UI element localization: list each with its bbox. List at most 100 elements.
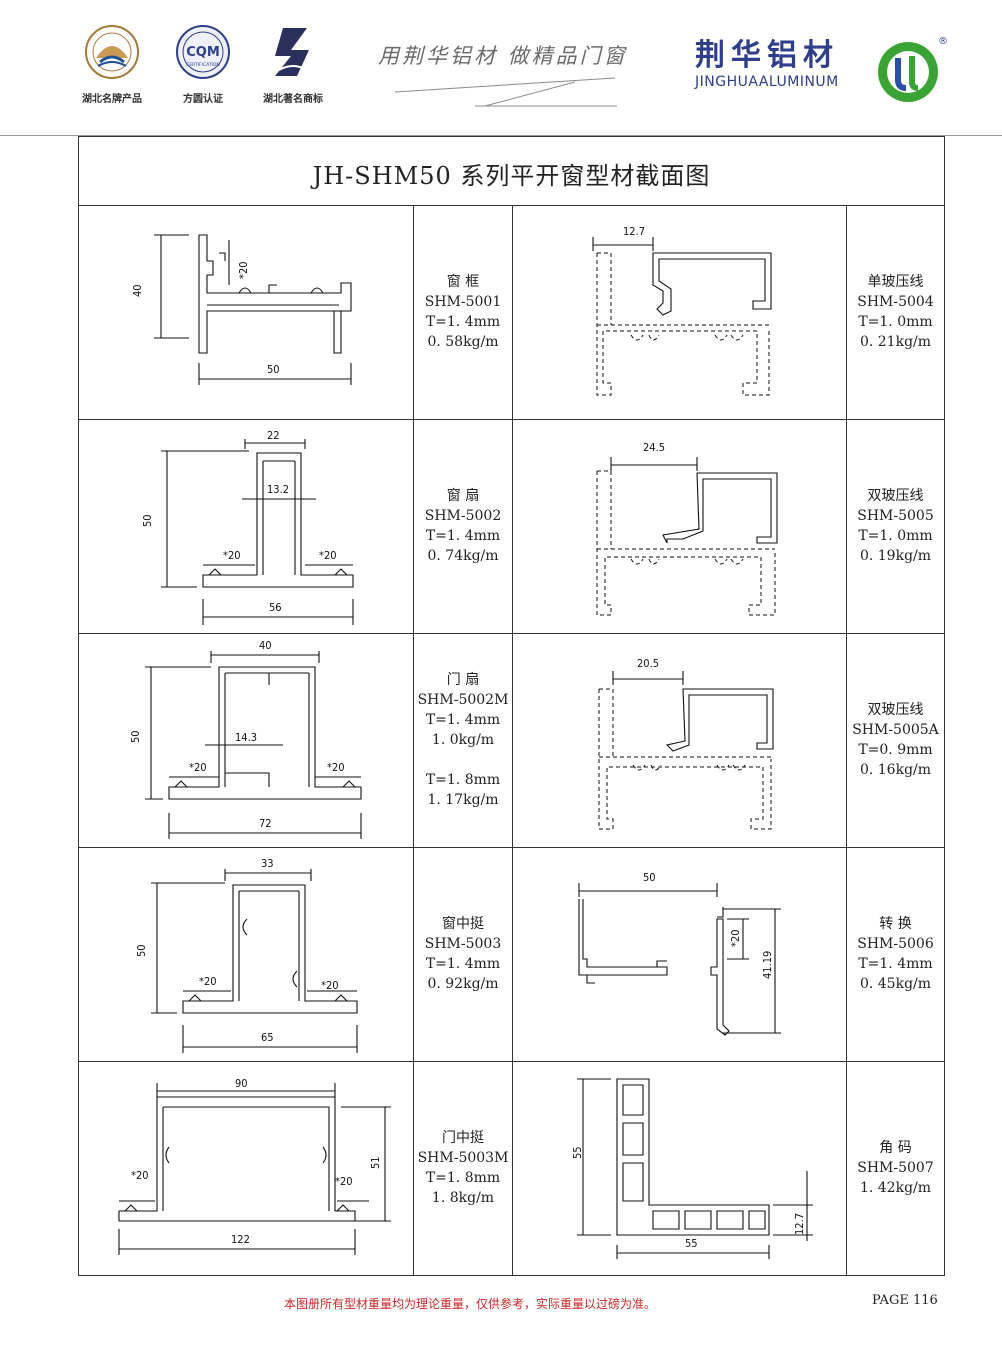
profile-weight: 0. 21kg/m bbox=[859, 334, 932, 350]
profile-name: 转 换 bbox=[879, 916, 912, 932]
dimension-width: 65 bbox=[261, 1031, 274, 1044]
section-drawing-shm5006-icon: 50 41.19 *20 bbox=[578, 871, 781, 1036]
footer-note: 本图册所有型材重量均为理论重量，仅供参考，实际重量以过磅为准。 bbox=[283, 1297, 656, 1311]
hubei-famous-trademark-icon bbox=[275, 28, 309, 76]
profile-weight: 0. 19kg/m bbox=[859, 548, 932, 564]
dimension-width: 50 bbox=[267, 363, 280, 376]
profile-drawing-cell: 12.7 bbox=[513, 205, 847, 419]
profile-name: 门中挺 bbox=[442, 1130, 484, 1146]
profile-thickness-alt: T=1. 8mm bbox=[425, 772, 501, 788]
profile-drawing-cell: 24.5 bbox=[513, 419, 847, 633]
profile-info-cell: 窗中挺 SHM-5003 T=1. 4mm 0. 92kg/m bbox=[414, 847, 513, 1061]
profile-weight: 0. 45kg/m bbox=[859, 976, 932, 992]
brand-name-cn: 荆华铝材 bbox=[695, 38, 839, 73]
profile-name: 窗 框 bbox=[446, 274, 480, 290]
profile-thickness: T=1. 4mm bbox=[425, 956, 501, 972]
header-divider bbox=[0, 135, 1002, 136]
dimension-width: 24.5 bbox=[643, 441, 665, 454]
profile-drawing-cell: 90 122 51 *20 *20 bbox=[79, 1061, 414, 1275]
title-row: JH-SHM50 系列平开窗型材截面图 bbox=[79, 137, 944, 206]
table-row: 90 122 51 *20 *20 门中挺 SHM-5003M T=1. 8mm… bbox=[79, 1061, 944, 1275]
profile-thickness: T=1. 4mm bbox=[858, 956, 933, 972]
table-row: 40 50 *20 窗 框 SHM-5001 T=1. 4mm 0. 58kg/… bbox=[79, 205, 944, 420]
section-drawing-shm5005a-icon: 20.5 bbox=[598, 657, 774, 830]
profile-weight: 0. 92kg/m bbox=[427, 976, 499, 992]
dimension-slot-left: *20 bbox=[131, 1169, 149, 1182]
dimension-slot: *20 bbox=[729, 929, 742, 947]
hubei-brand-logo: 湖北名牌产品 bbox=[72, 22, 152, 105]
dimension-slot: *20 bbox=[237, 261, 250, 279]
profile-weight: 1. 8kg/m bbox=[431, 1190, 495, 1206]
logo-caption: 方圆认证 bbox=[183, 94, 223, 105]
page-title: JH-SHM50 系列平开窗型材截面图 bbox=[312, 162, 711, 190]
dimension-inner: 13.2 bbox=[267, 483, 289, 496]
profile-name: 窗中挺 bbox=[442, 916, 484, 932]
jinghua-logo-icon bbox=[878, 42, 938, 102]
table-row: 50 72 40 14.3 *20 *20 门 扇 SHM-5002M T=1.… bbox=[79, 633, 944, 848]
dimension-top: 90 bbox=[235, 1077, 248, 1090]
dimension-width: 50 bbox=[643, 871, 656, 884]
profile-name: 单玻压线 bbox=[867, 274, 924, 290]
profile-info-cell: 窗 框 SHM-5001 T=1. 4mm 0. 58kg/m bbox=[414, 205, 513, 419]
dimension-slot-left: *20 bbox=[223, 549, 241, 562]
brand-block: 荆华铝材 JINGHUAALUMINUM bbox=[695, 38, 839, 91]
dimension-inner: 14.3 bbox=[235, 731, 257, 744]
profile-drawing-cell: 20.5 bbox=[513, 633, 847, 847]
dimension-width: 12.7 bbox=[623, 225, 645, 238]
profile-info-cell: 门 扇 SHM-5002M T=1. 4mm 1. 0kg/m T=1. 8mm… bbox=[414, 633, 513, 847]
profile-thickness: T=1. 4mm bbox=[425, 314, 501, 330]
cqm-seal-text: CQM bbox=[186, 45, 220, 60]
section-drawing-shm5001-icon: 40 50 *20 bbox=[131, 234, 352, 385]
section-drawing-shm5005-icon: 24.5 bbox=[596, 441, 778, 616]
profile-code: SHM-5002 bbox=[424, 508, 502, 524]
dimension-top: 33 bbox=[261, 857, 274, 870]
profile-thickness: T=1. 4mm bbox=[425, 528, 501, 544]
profile-name: 窗 扇 bbox=[446, 488, 480, 504]
profile-weight: 0. 74kg/m bbox=[427, 548, 499, 564]
profile-code: SHM-5005A bbox=[852, 722, 939, 738]
section-drawing-shm5002-icon: 50 56 22 13.2 *20 *20 bbox=[141, 429, 354, 625]
dimension-height: 40 bbox=[131, 284, 144, 297]
profile-drawing-cell: 50 65 33 *20 *20 bbox=[79, 847, 414, 1061]
profile-drawing-cell: 40 50 *20 bbox=[79, 205, 414, 419]
section-drawing-shm5003m-icon: 90 122 51 *20 *20 bbox=[118, 1077, 391, 1255]
profile-drawing-cell: 50 72 40 14.3 *20 *20 bbox=[79, 633, 414, 847]
profile-weight: 0. 58kg/m bbox=[427, 334, 499, 350]
dimension-width: 20.5 bbox=[637, 657, 659, 670]
dimension-slot-right: *20 bbox=[319, 549, 337, 562]
section-drawing-shm5002m-icon: 50 72 40 14.3 *20 *20 bbox=[129, 639, 362, 839]
dimension-height: 50 bbox=[129, 730, 142, 743]
profile-weight-alt: 1. 17kg/m bbox=[427, 792, 499, 808]
profile-weight: 1. 42kg/m bbox=[859, 1180, 932, 1196]
hubei-trademark-logo: 湖北著名商标 bbox=[253, 22, 333, 105]
hubei-brand-seal-icon bbox=[85, 25, 139, 79]
dimension-width: 56 bbox=[269, 601, 282, 614]
dimension-slot-right: *20 bbox=[321, 979, 339, 992]
slogan-underline-icon bbox=[395, 77, 617, 107]
profile-drawing-cell: 50 56 22 13.2 *20 *20 bbox=[79, 419, 414, 633]
section-drawing-shm5004-icon: 12.7 bbox=[592, 225, 772, 396]
profile-weight: 0. 16kg/m bbox=[859, 762, 932, 778]
profile-name: 门 扇 bbox=[446, 672, 480, 688]
profile-info-cell: 单玻压线 SHM-5004 T=1. 0mm 0. 21kg/m bbox=[847, 205, 944, 419]
profile-drawing-cell: 55 55 12.7 bbox=[513, 1061, 847, 1275]
profile-name: 双玻压线 bbox=[867, 702, 924, 718]
section-drawing-shm5003-icon: 50 65 33 *20 *20 bbox=[135, 857, 358, 1053]
page-number: PAGE 116 bbox=[872, 1293, 938, 1308]
dimension-width: 122 bbox=[231, 1233, 250, 1246]
cqm-seal-subtext: CERTIFICATION bbox=[186, 62, 220, 68]
profile-thickness: T=1. 8mm bbox=[425, 1170, 501, 1186]
dimension-height: 50 bbox=[135, 944, 148, 957]
dimension-thickness: 12.7 bbox=[793, 1213, 806, 1235]
logo-caption: 湖北名牌产品 bbox=[82, 94, 142, 105]
dimension-slot-left: *20 bbox=[199, 975, 217, 988]
profile-thickness: T=1. 0mm bbox=[858, 528, 933, 544]
profile-info-cell: 双玻压线 SHM-5005A T=0. 9mm 0. 16kg/m bbox=[847, 633, 944, 847]
dimension-width: 72 bbox=[259, 817, 272, 830]
profile-code: SHM-5003M bbox=[417, 1150, 509, 1166]
dimension-height: 51 bbox=[369, 1156, 382, 1169]
registered-mark: ® bbox=[938, 36, 948, 47]
profile-thickness: T=1. 0mm bbox=[858, 314, 933, 330]
profile-info-cell: 窗 扇 SHM-5002 T=1. 4mm 0. 74kg/m bbox=[414, 419, 513, 633]
profile-name: 双玻压线 bbox=[867, 488, 924, 504]
